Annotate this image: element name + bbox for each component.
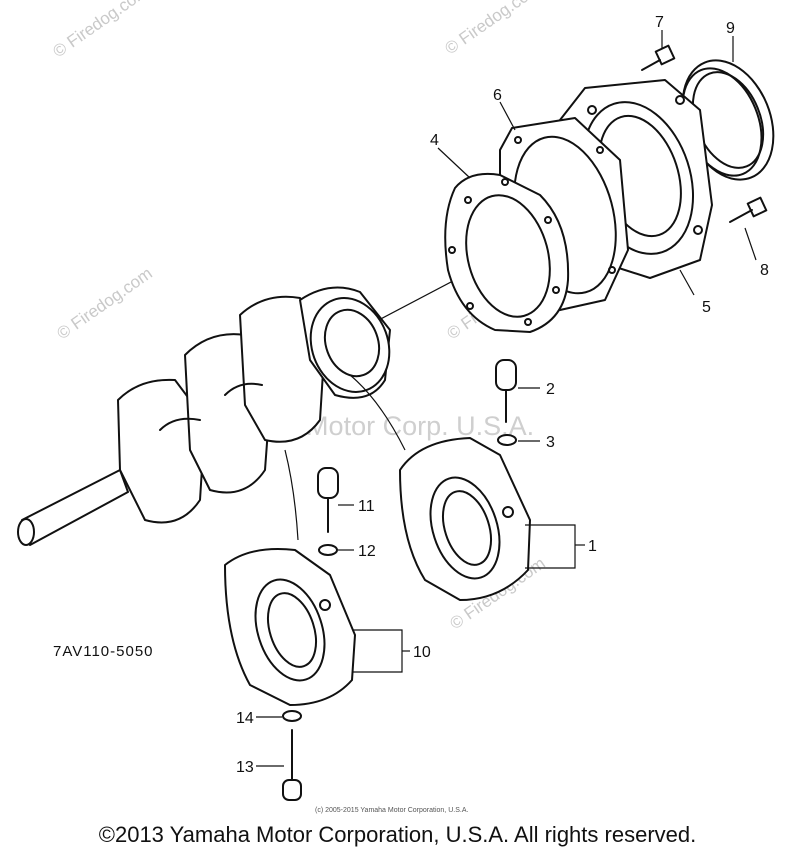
part-4-plate [444, 172, 570, 333]
part-2-bolt [495, 359, 517, 423]
fine-print: (c) 2005-2015 Yamaha Motor Corporation, … [315, 807, 468, 814]
callout-6: 6 [493, 87, 502, 104]
part-11-bolt [317, 467, 339, 533]
callout-1: 1 [588, 538, 597, 555]
copyright-notice: ©2013 Yamaha Motor Corporation, U.S.A. A… [98, 822, 697, 847]
crankshaft [17, 286, 391, 546]
callout-2: 2 [546, 381, 555, 398]
callout-7: 7 [655, 14, 664, 31]
leader-lines [256, 30, 757, 767]
watermark-site: © Firedog.com [441, 0, 543, 58]
pointer-line [349, 374, 406, 451]
part-14-washer [282, 710, 302, 722]
callout-13: 13 [236, 759, 254, 776]
callout-8: 8 [760, 262, 769, 279]
callout-12: 12 [358, 543, 376, 560]
part-8-bolt [729, 196, 768, 223]
callout-5: 5 [702, 299, 711, 316]
callout-10: 10 [413, 644, 431, 661]
callout-11: 11 [358, 498, 375, 515]
part-3-washer [497, 434, 517, 446]
part-1-bearing-cap [399, 437, 531, 601]
callout-labels: 7 9 6 4 8 5 2 3 11 12 1 10 14 13 [236, 14, 769, 776]
part-7-bolt [641, 44, 676, 71]
part-10-bearing-cap [224, 548, 356, 706]
callout-4: 4 [430, 132, 439, 149]
callout-3: 3 [546, 434, 555, 451]
callout-9: 9 [726, 20, 735, 37]
part-13-bolt [282, 729, 302, 801]
part-12-washer [318, 544, 338, 556]
diagram-code: 7AV110-5050 [53, 643, 154, 660]
watermark-site: © Firedog.com [49, 0, 151, 61]
pointer-line [284, 449, 299, 541]
watermark-site: © Firedog.com [53, 264, 155, 344]
callout-14: 14 [236, 710, 254, 727]
